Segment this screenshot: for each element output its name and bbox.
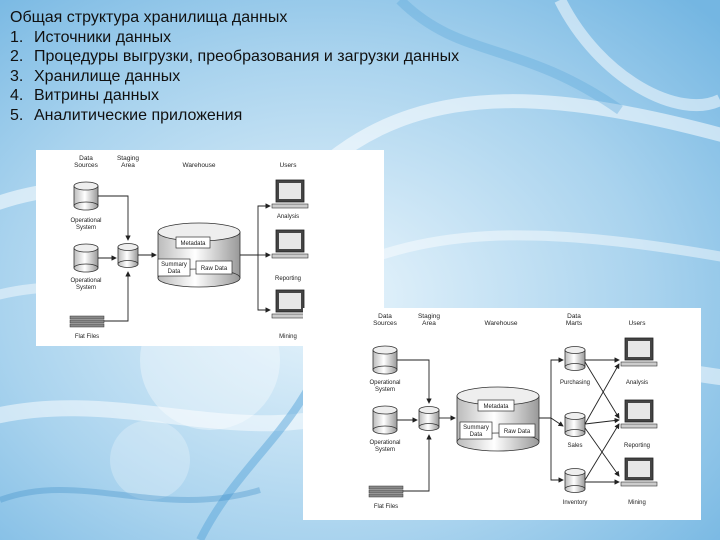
source-2-label-1: Operational <box>369 440 400 446</box>
mart-1-label: Purchasing <box>560 380 590 386</box>
summary-label-2: Data <box>168 269 181 275</box>
list-item: 4.Витрины данных <box>10 86 570 106</box>
source-3-label: Flat Files <box>374 504 398 510</box>
source-3-label: Flat Files <box>75 334 99 340</box>
list-item-number: 5. <box>10 106 34 126</box>
user-1-label: Analysis <box>277 214 299 220</box>
data-mart-database-icon <box>565 469 585 493</box>
raw-data-label: Raw Data <box>201 266 228 272</box>
source-2-label-2: System <box>375 447 395 453</box>
source-database-icon <box>373 406 397 434</box>
list-item: 5.Аналитические приложения <box>10 106 570 126</box>
flat-files-icon <box>70 316 104 327</box>
workstation-icon <box>621 338 657 366</box>
source-database-icon <box>74 244 98 272</box>
list-item-text: Витрины данных <box>34 86 159 106</box>
staging-database-icon <box>419 407 439 431</box>
flat-files-icon <box>369 486 403 497</box>
header-staging-2: Area <box>121 162 135 169</box>
list-item: 3.Хранилище данных <box>10 67 570 87</box>
list-item-number: 4. <box>10 86 34 106</box>
source-database-icon <box>74 182 98 210</box>
header-data-marts-2: Marts <box>566 320 583 327</box>
slide-title: Общая структура хранилища данных <box>10 8 570 28</box>
header-users: Users <box>280 162 298 169</box>
source-1-label-2: System <box>375 387 395 393</box>
list-item-text: Хранилище данных <box>34 67 180 87</box>
header-data-sources-2: Sources <box>373 320 398 327</box>
header-users: Users <box>629 320 647 327</box>
header-warehouse: Warehouse <box>485 320 518 327</box>
user-2-label: Reporting <box>275 276 301 282</box>
list-item-number: 3. <box>10 67 34 87</box>
data-mart-database-icon <box>565 347 585 371</box>
warehouse-database-icon <box>158 223 240 287</box>
warehouse-database-icon <box>457 387 539 451</box>
list-item-text: Процедуры выгрузки, преобразования и заг… <box>34 47 459 67</box>
workstation-icon <box>272 230 308 258</box>
slide-text-block: Общая структура хранилища данных 1.Источ… <box>10 8 570 125</box>
summary-label-1: Summary <box>161 262 187 268</box>
header-staging-1: Staging <box>117 155 139 162</box>
header-data-sources-1: Data <box>79 155 93 162</box>
list-item-text: Источники данных <box>34 28 171 48</box>
workstation-icon <box>621 458 657 486</box>
diagram-data-marts: Data Sources Staging Area Warehouse Data… <box>303 308 701 520</box>
list-item-text: Аналитические приложения <box>34 106 242 126</box>
source-database-icon <box>373 346 397 374</box>
user-3-label: Mining <box>279 334 297 340</box>
list-item-number: 1. <box>10 28 34 48</box>
metadata-label: Metadata <box>483 404 509 410</box>
workstation-icon <box>272 180 308 208</box>
data-mart-database-icon <box>565 413 585 437</box>
workstation-icon <box>621 400 657 428</box>
header-data-sources-2: Sources <box>74 162 99 169</box>
mart-3-label: Inventory <box>563 500 588 506</box>
list-item: 2.Процедуры выгрузки, преобразования и з… <box>10 47 570 67</box>
user-2-label: Reporting <box>624 443 650 449</box>
summary-label-2: Data <box>470 432 483 438</box>
metadata-label: Metadata <box>180 241 206 247</box>
user-1-label: Analysis <box>626 380 648 386</box>
header-staging-1: Staging <box>418 313 440 320</box>
list-item: 1.Источники данных <box>10 28 570 48</box>
diagram-data-marts-svg: Data Sources Staging Area Warehouse Data… <box>303 308 701 520</box>
source-2-label-1: Operational <box>70 278 101 284</box>
source-2-label-2: System <box>76 285 96 291</box>
list-item-number: 2. <box>10 47 34 67</box>
mart-2-label: Sales <box>567 443 582 449</box>
header-data-marts-1: Data <box>567 313 581 320</box>
summary-label-1: Summary <box>463 425 489 431</box>
header-warehouse: Warehouse <box>183 162 216 169</box>
source-1-label-1: Operational <box>369 380 400 386</box>
raw-data-label: Raw Data <box>504 429 531 435</box>
staging-database-icon <box>118 244 138 268</box>
source-1-label-2: System <box>76 225 96 231</box>
header-staging-2: Area <box>422 320 436 327</box>
header-data-sources-1: Data <box>378 313 392 320</box>
structure-list: 1.Источники данных 2.Процедуры выгрузки,… <box>10 28 570 126</box>
source-1-label-1: Operational <box>70 218 101 224</box>
user-3-label: Mining <box>628 500 646 506</box>
